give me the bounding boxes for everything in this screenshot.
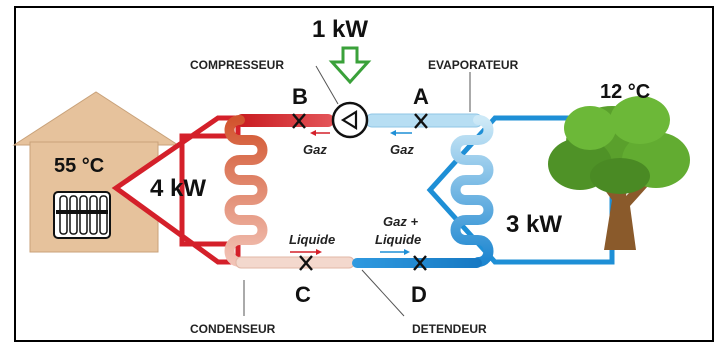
liquid-pipe: [235, 256, 355, 269]
state-gas-a: Gaz: [390, 142, 414, 157]
mixed-pipe: [352, 258, 482, 268]
power-input-arrow: [328, 46, 372, 85]
expansion-valve-label: DETENDEUR: [412, 322, 487, 336]
outside-temperature: 12 °C: [600, 81, 650, 103]
compressor-icon: [331, 101, 369, 139]
point-c-label: C: [295, 282, 311, 307]
heat-output-arrow: [111, 115, 241, 265]
radiator-icon: [53, 191, 111, 239]
point-a-label: A: [413, 84, 429, 109]
compressor-label: COMPRESSEUR: [190, 58, 284, 72]
evaporator-label: EVAPORATEUR: [428, 58, 519, 72]
evaporator-coil: [450, 115, 494, 267]
cross-marks: [292, 113, 428, 271]
state-gas-b: Gaz: [303, 142, 327, 157]
state-gas-liquid-d-1: Gaz +: [383, 214, 418, 229]
heat-output-power: 4 kW: [150, 175, 206, 202]
compressor-power: 1 kW: [312, 16, 368, 43]
condenser-coil: [224, 115, 268, 267]
point-b-label: B: [292, 84, 308, 109]
condenser-label: CONDENSEUR: [190, 322, 276, 336]
hot-gas-pipe: [236, 114, 334, 127]
state-liquid-c: Liquide: [289, 232, 335, 247]
heat-input-power: 3 kW: [506, 211, 562, 238]
state-gas-liquid-d-2: Liquide: [375, 232, 421, 247]
house-temperature: 55 °C: [54, 155, 104, 177]
leader-lines: [243, 65, 471, 317]
tree-icon: [548, 96, 690, 250]
flow-arrows: [290, 130, 412, 255]
point-d-label: D: [411, 282, 427, 307]
compressor-triangle-icon: [340, 110, 358, 130]
